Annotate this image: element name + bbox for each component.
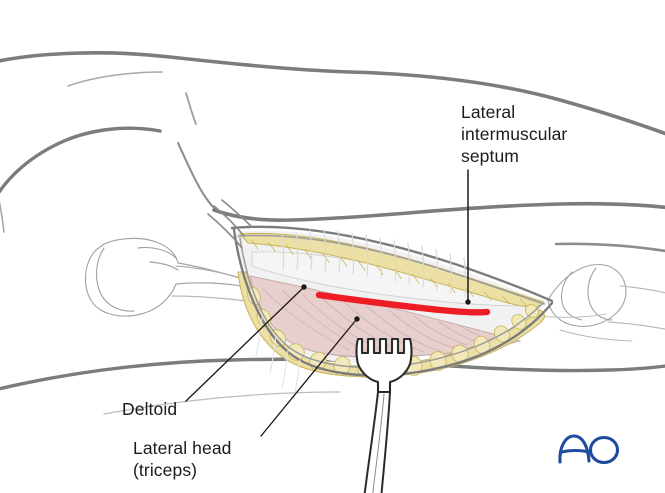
arm-lower-contour-proximal — [212, 201, 665, 222]
retractor-handle-highlight — [372, 393, 385, 493]
label-lateral-head-triceps: Lateral head (triceps) — [133, 438, 232, 481]
label-deltoid: Deltoid — [122, 399, 178, 419]
label-lateral-intermuscular-septum: Lateral intermuscular septum — [461, 102, 568, 167]
leader-dot-lateral-head — [354, 316, 360, 322]
leader-dot-septum — [465, 299, 471, 305]
elbow-crease-a — [559, 329, 633, 342]
forearm-ghost-bottom — [607, 321, 665, 330]
body-contour-faint-lower — [103, 391, 341, 415]
ao-logo — [558, 434, 620, 465]
wound-skin-edges-inner — [237, 234, 545, 369]
shoulder-crease-upper — [67, 71, 163, 87]
humeral-head-inner-arc — [95, 247, 135, 312]
ao-logo-a-glyph — [558, 434, 591, 464]
deltoid-insertion-crease — [176, 141, 217, 211]
ao-logo-a-crossbar — [560, 448, 590, 454]
retractor-handle-right — [380, 391, 391, 493]
humeral-neck-line — [149, 261, 179, 271]
rake-retractor[interactable] — [355, 337, 413, 493]
greater-tuberosity-line — [137, 246, 177, 259]
forearm-ghost-top — [619, 285, 665, 294]
axilla-contour — [0, 126, 162, 194]
leader-line-deltoid — [185, 287, 304, 402]
forearm-upper-contour — [554, 242, 665, 253]
fat-lobules-lower — [247, 286, 540, 378]
wound-edge-lower-skin — [232, 228, 554, 377]
leader-dot-deltoid — [301, 284, 307, 290]
lateral-intermuscular-septum-marking — [315, 291, 491, 316]
retractor-handle-left — [363, 391, 379, 493]
wound-apex-detail — [207, 199, 253, 249]
deltoid-anterior-crease — [185, 92, 197, 125]
humerus-distal-ghost — [537, 263, 665, 342]
leader-lines — [185, 169, 471, 437]
chest-fold — [0, 201, 5, 233]
ao-logo-o-glyph — [588, 435, 620, 465]
leader-line-lateral-head — [260, 319, 357, 437]
capitellum-arc — [587, 267, 613, 321]
shoulder-top-contour — [0, 51, 665, 136]
humerus-proximal-ghost — [84, 237, 301, 317]
distal-humerus-outline — [547, 263, 627, 327]
retractor-head — [355, 337, 413, 394]
surgical-wound-group — [207, 199, 554, 399]
skin-striations-above-wound — [281, 229, 467, 297]
